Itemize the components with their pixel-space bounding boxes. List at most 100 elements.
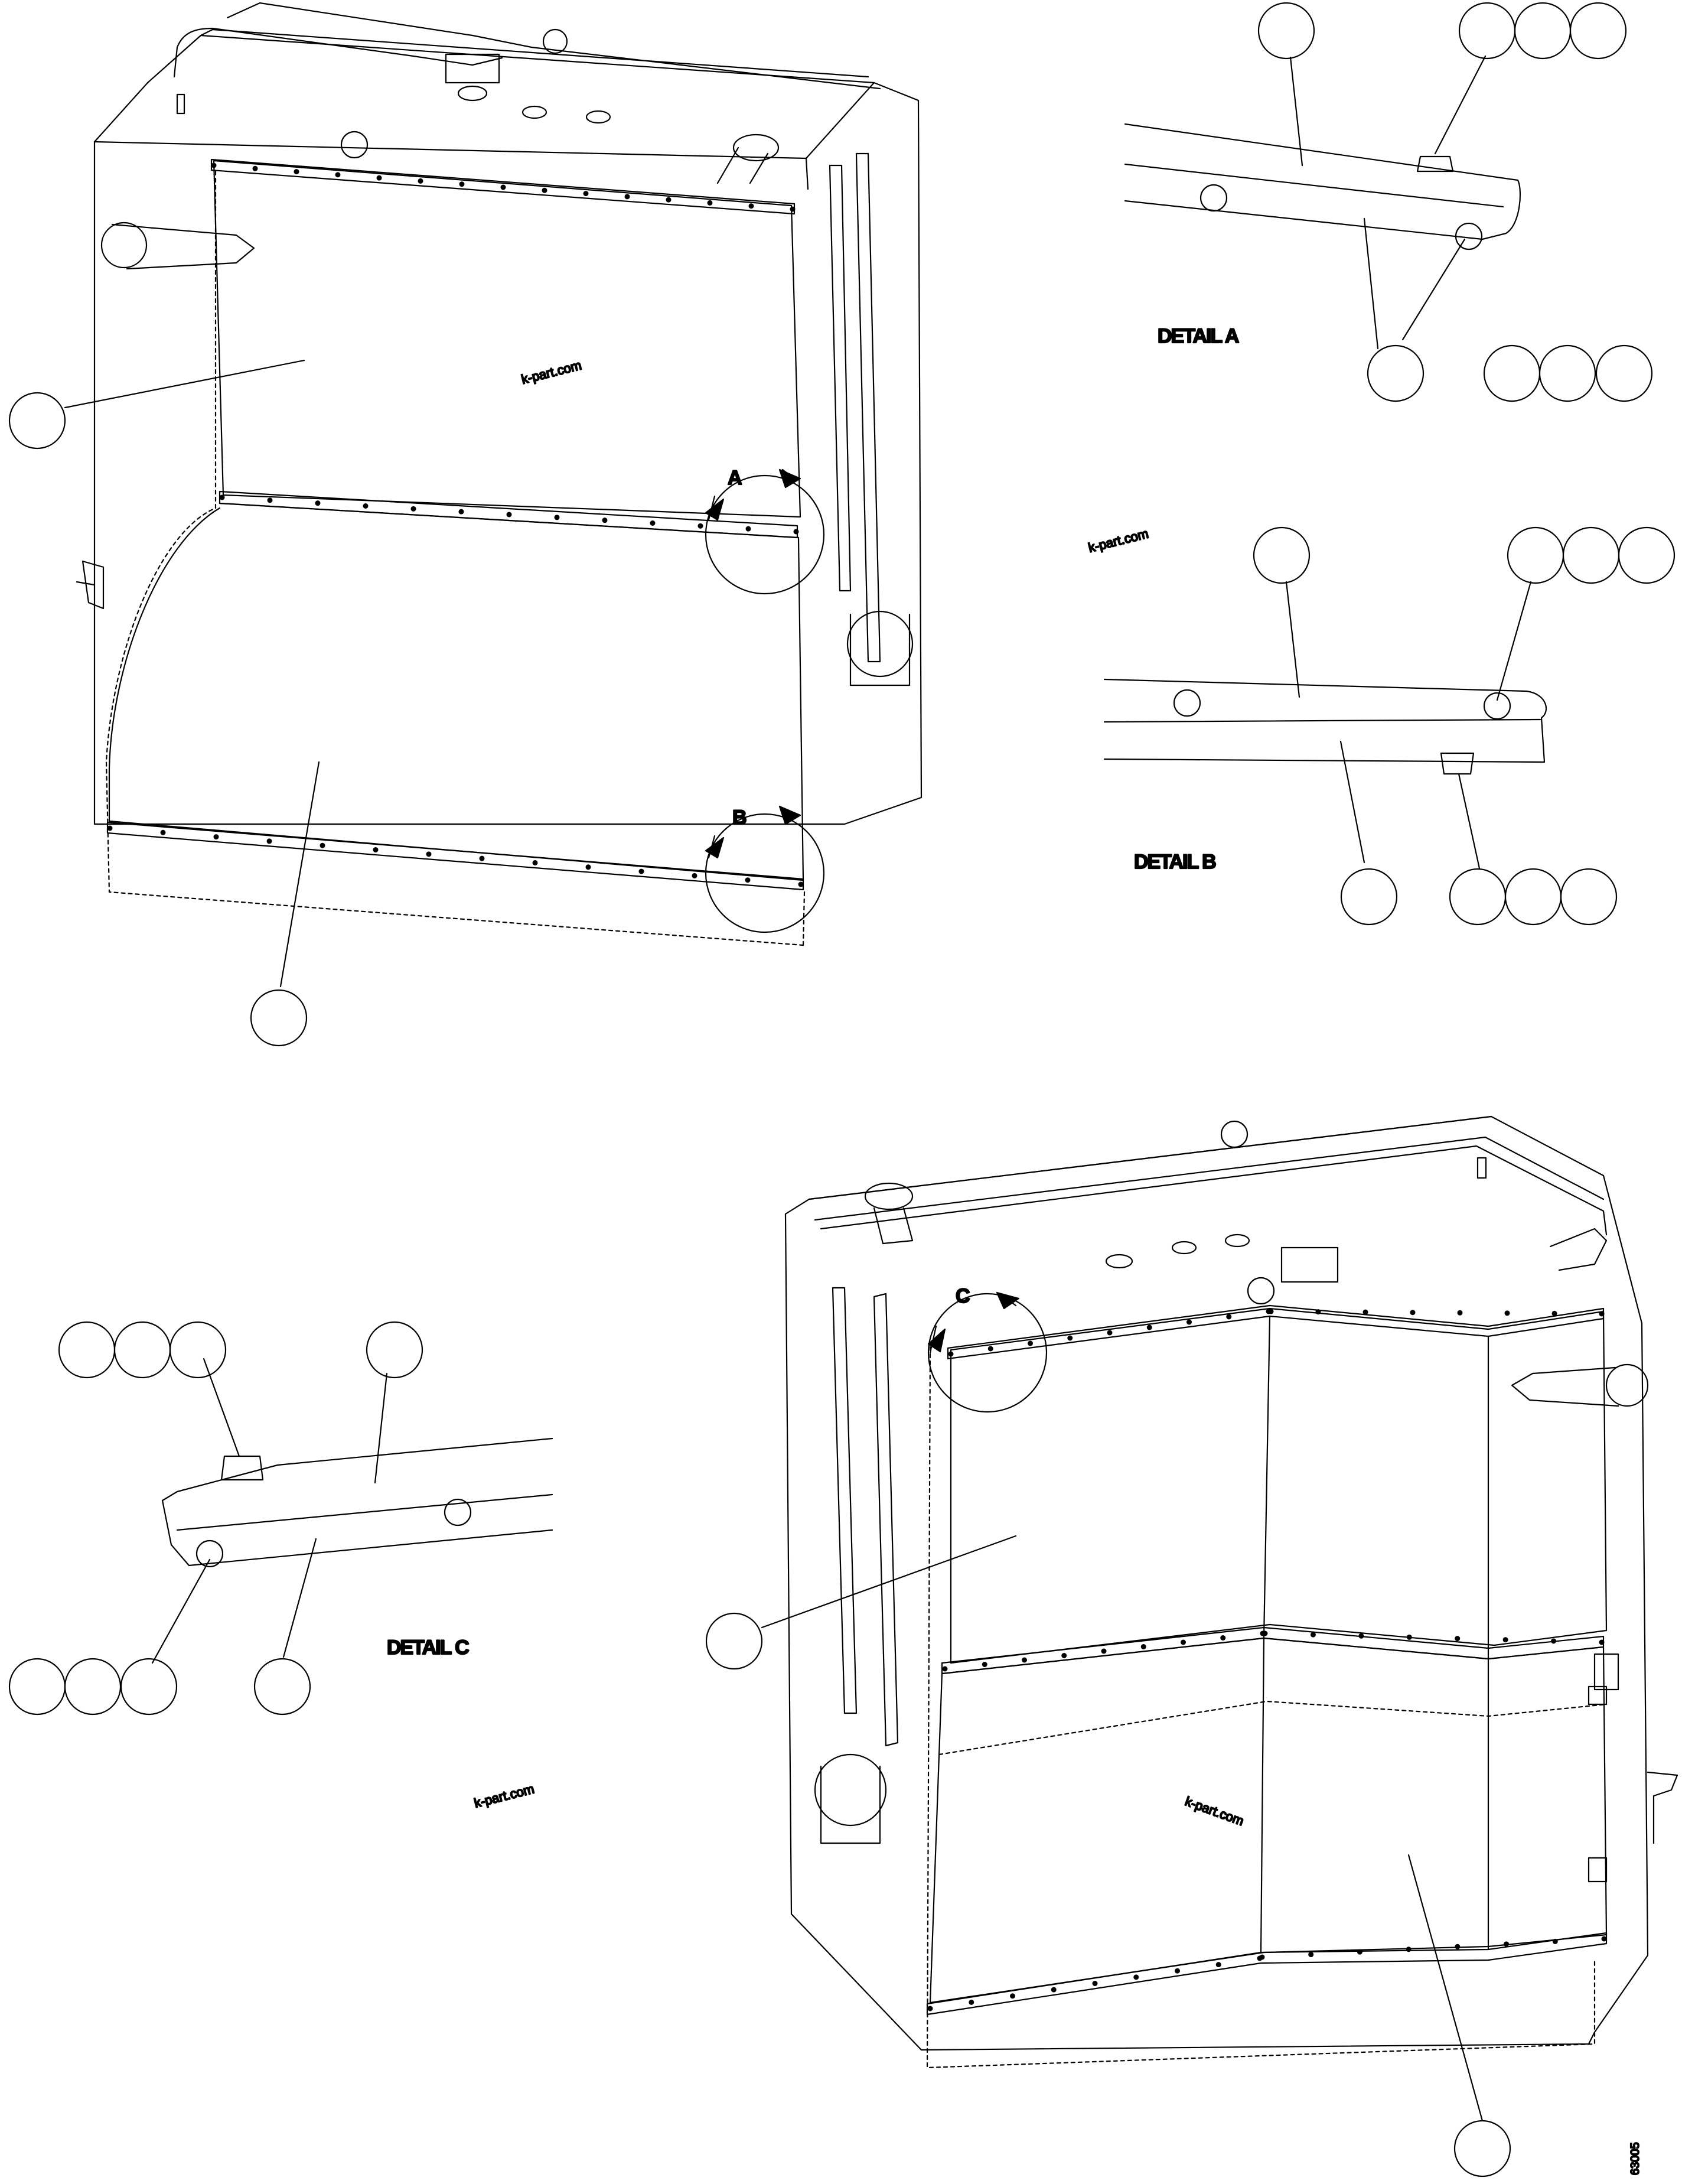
side-boss-bracket bbox=[1511, 1366, 1619, 1407]
flange-bolt bbox=[1315, 1309, 1321, 1315]
callout-balloon bbox=[1449, 868, 1507, 926]
lower-right-tank-assembly: C bbox=[705, 1115, 1678, 2178]
hidden-edge bbox=[105, 170, 806, 946]
flange-bolt bbox=[1186, 1319, 1192, 1325]
leader-line bbox=[761, 1535, 1017, 1629]
flange-bolt bbox=[426, 851, 432, 857]
upper-pipe bbox=[173, 27, 503, 78]
flange-bolt bbox=[294, 169, 299, 175]
tank-body-outline bbox=[784, 1115, 1649, 2051]
flange-bolt bbox=[602, 517, 608, 523]
leader-line bbox=[203, 1358, 240, 1457]
flange-bolt bbox=[948, 1351, 954, 1357]
callout-balloon bbox=[1569, 2, 1627, 60]
flange-bolt bbox=[1215, 1962, 1221, 1968]
flange-bolt bbox=[624, 194, 630, 200]
flange-bolt bbox=[554, 515, 560, 520]
flange-bolt bbox=[479, 855, 485, 861]
side-boss-bracket bbox=[111, 223, 255, 270]
flange-bolt bbox=[1220, 1635, 1226, 1641]
flange-bolt bbox=[1362, 1309, 1368, 1315]
upper-left-tank-assembly: A B bbox=[8, 2, 923, 1047]
flange-bolt bbox=[1268, 1309, 1274, 1314]
watermark-text: k-part.com bbox=[520, 357, 583, 386]
upper-cover-plate bbox=[213, 160, 801, 518]
top-post bbox=[176, 93, 185, 115]
filler-neck bbox=[716, 147, 769, 184]
flange-bolt bbox=[1457, 1310, 1463, 1316]
view-arrow-b-head bbox=[705, 837, 725, 859]
detail-c-bar bbox=[161, 1437, 553, 1567]
leader-line bbox=[1363, 217, 1379, 350]
side-latch bbox=[1647, 1771, 1678, 1844]
callout-balloon bbox=[58, 1321, 116, 1379]
flange-bolt bbox=[418, 178, 423, 184]
flange-bolt bbox=[107, 825, 113, 831]
side-hose bbox=[1549, 1228, 1608, 1271]
detail-c: DETAIL C bbox=[8, 1321, 553, 1716]
flange-bolt bbox=[1146, 1324, 1152, 1330]
leader-line bbox=[374, 1372, 388, 1484]
flange-bolt bbox=[1262, 1630, 1268, 1636]
flange-bolt bbox=[793, 529, 799, 535]
bottom-flange-rail bbox=[926, 1932, 1608, 2016]
callout-balloon bbox=[1504, 868, 1562, 926]
leader-line bbox=[1401, 238, 1466, 341]
lifting-eye bbox=[340, 131, 369, 159]
leader-line bbox=[64, 359, 305, 409]
callout-balloon bbox=[250, 989, 308, 1047]
flange-bolt bbox=[252, 165, 258, 171]
lifting-eye bbox=[542, 28, 568, 54]
side-tab bbox=[1588, 1857, 1608, 1883]
detail-b-bar-edge bbox=[1103, 718, 1541, 723]
flange-bolt bbox=[1551, 1638, 1557, 1644]
detail-b-bolt bbox=[1173, 689, 1201, 717]
callout-balloon bbox=[1257, 2, 1315, 60]
detail-b-nut bbox=[1440, 752, 1475, 775]
leader-line bbox=[1339, 740, 1365, 864]
flange-bolt bbox=[506, 512, 512, 517]
watermark-text: k-part.com bbox=[1087, 526, 1150, 555]
side-tab bbox=[1593, 1653, 1619, 1691]
detail-c-label: DETAIL C bbox=[387, 1636, 469, 1659]
callout-balloon bbox=[8, 1658, 66, 1716]
flange-bolt bbox=[320, 842, 325, 848]
callout-balloon bbox=[1367, 344, 1425, 402]
callout-balloon bbox=[1560, 868, 1618, 926]
flange-bolt bbox=[666, 197, 672, 203]
flange-bolt bbox=[798, 881, 804, 887]
top-box bbox=[445, 53, 500, 84]
callout-balloon bbox=[1562, 526, 1620, 584]
tank-top-face bbox=[93, 82, 875, 190]
watermark-text: k-part.com bbox=[472, 1781, 536, 1810]
plate-fold bbox=[1260, 1315, 1489, 1954]
flange-bolt bbox=[1175, 1968, 1180, 1974]
detail-a-bolt bbox=[1199, 184, 1228, 212]
flange-bolt bbox=[1107, 1330, 1113, 1336]
detail-a: DETAIL A bbox=[1124, 2, 1653, 402]
leader-line bbox=[1285, 581, 1300, 698]
flange-bolt bbox=[1406, 1947, 1412, 1952]
flange-bolt bbox=[1028, 1340, 1033, 1346]
flange-bolt bbox=[363, 503, 369, 509]
callout-balloon bbox=[1507, 526, 1564, 584]
lifting-eye bbox=[1247, 1277, 1275, 1305]
detail-circle-b bbox=[705, 813, 825, 933]
detail-a-nut bbox=[1416, 155, 1454, 172]
bottom-flange-rail bbox=[106, 821, 804, 891]
detail-c-bolt bbox=[195, 1539, 224, 1568]
flange-bolt bbox=[1455, 1944, 1461, 1949]
flange-bolt bbox=[987, 1346, 993, 1352]
callout-balloon bbox=[1253, 526, 1311, 584]
flange-bolt bbox=[1051, 1987, 1057, 1993]
callout-balloon bbox=[1538, 344, 1596, 402]
flange-bolt bbox=[927, 2006, 933, 2012]
view-arrow-a-head bbox=[705, 498, 725, 521]
flange-bolt bbox=[315, 500, 321, 506]
detail-b: DETAIL B bbox=[1103, 526, 1676, 926]
flange-bolt bbox=[1310, 1632, 1316, 1638]
callout-balloon bbox=[8, 392, 66, 450]
flange-bolt bbox=[969, 1999, 974, 2005]
detail-a-label: DETAIL A bbox=[1158, 325, 1239, 347]
flange-bolt bbox=[459, 181, 465, 187]
